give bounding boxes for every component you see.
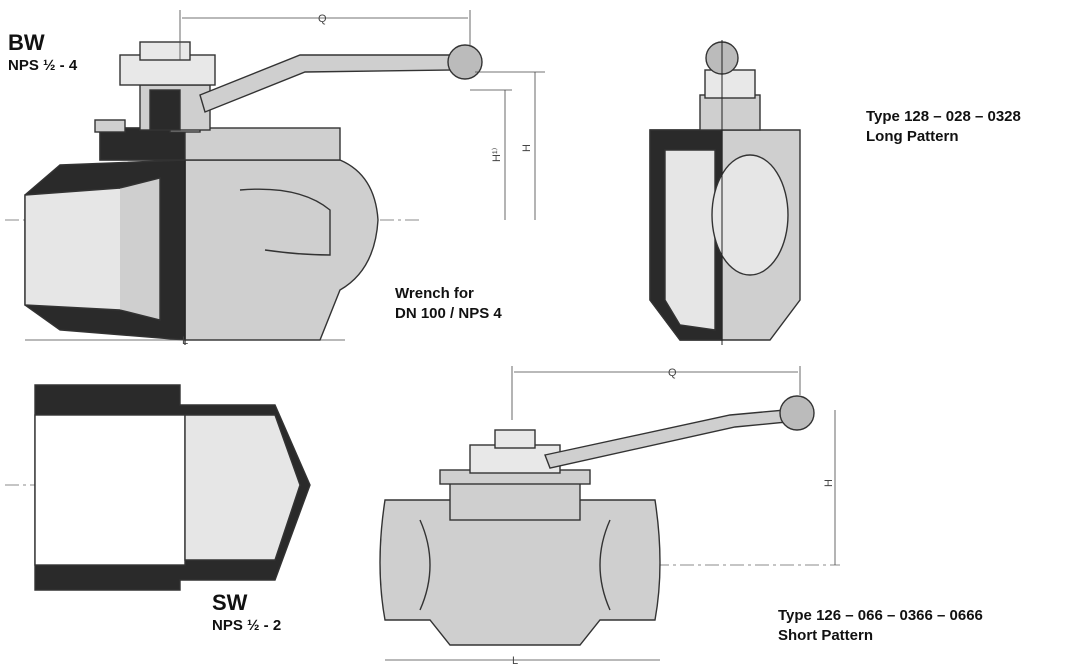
wrench-note-line1: Wrench for (395, 285, 474, 302)
bw-code-label: BW (8, 30, 45, 55)
dim-l-bottom: L (512, 655, 518, 667)
wrench-note-line2: DN 100 / NPS 4 (395, 305, 502, 322)
short-pattern-type-label: Type 126 – 066 – 0366 – 0666 (778, 607, 983, 624)
bw-valve-drawing (5, 10, 545, 345)
dim-q-top: Q (318, 13, 327, 25)
sw-socket-detail (5, 384, 311, 591)
dim-h-top: H (521, 144, 533, 152)
dim-h1: H¹⁾ (491, 147, 503, 162)
dim-l-top: L (182, 335, 188, 347)
short-pattern-valve (379, 366, 840, 661)
bw-size-label: NPS ½ - 4 (8, 57, 78, 74)
sw-size-label: NPS ½ - 2 (212, 617, 282, 634)
long-pattern-label: Long Pattern (866, 128, 959, 145)
sw-code-label: SW (212, 590, 248, 615)
long-pattern-type-label: Type 128 – 028 – 0328 (866, 108, 1021, 125)
long-pattern-end-view (649, 40, 801, 345)
dim-h-bottom: H (823, 479, 835, 487)
short-pattern-label: Short Pattern (778, 627, 874, 644)
dim-q-bottom: Q (668, 367, 677, 379)
